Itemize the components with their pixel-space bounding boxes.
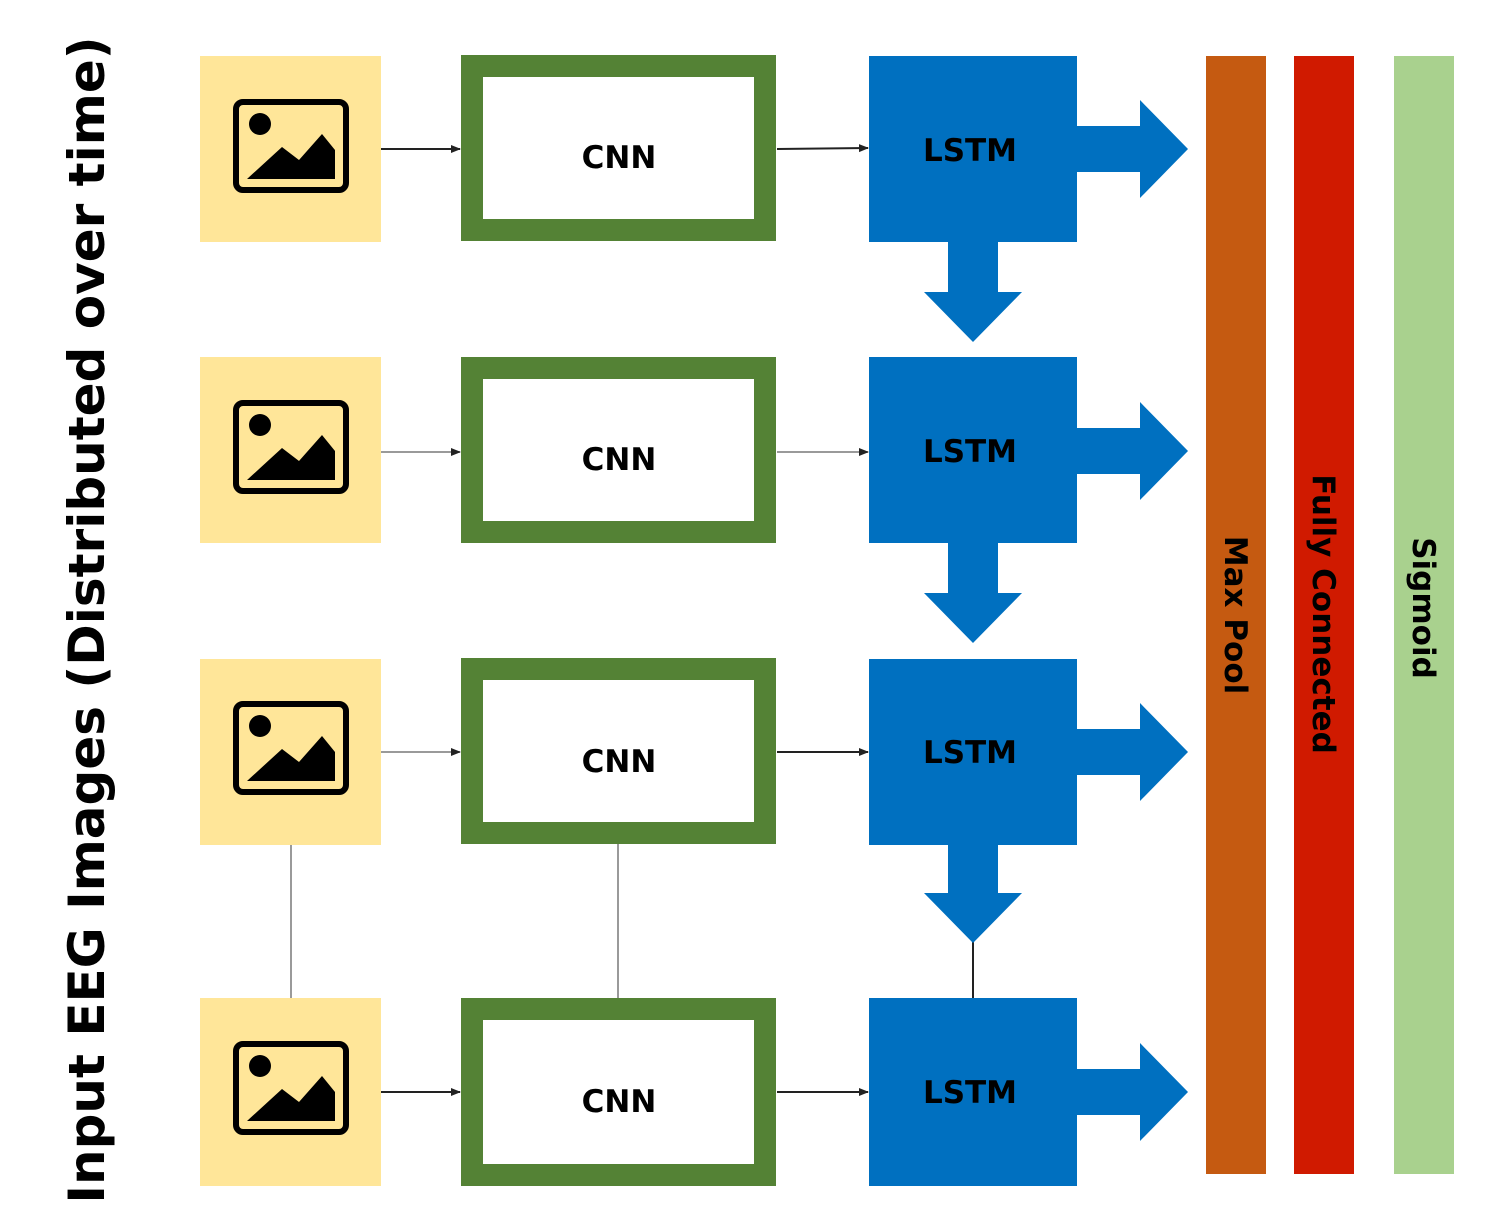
- lstm-label: LSTM: [923, 434, 1017, 470]
- row-2: CNN LSTM: [200, 357, 1188, 643]
- lstm-output-arrow: [1077, 1043, 1188, 1141]
- cnn-box: [461, 357, 776, 543]
- input-image-box: [200, 659, 381, 845]
- image-icon: [233, 400, 349, 494]
- lstm-box: [869, 357, 1077, 543]
- lstm-label: LSTM: [923, 133, 1017, 169]
- cnn-label: CNN: [582, 744, 657, 780]
- fully-connected-bar: [1294, 56, 1354, 1174]
- lstm-down-arrow: [924, 543, 1022, 643]
- lstm-label: LSTM: [923, 735, 1017, 771]
- cnn-label: CNN: [582, 140, 657, 176]
- cnn-to-lstm-arrow: [776, 144, 869, 153]
- cnn-box: [461, 998, 776, 1186]
- sigmoid-label: Sigmoid: [1405, 537, 1441, 679]
- side-title: Input EEG Images (Distributed over time): [58, 36, 116, 1203]
- input-image-box: [200, 357, 381, 543]
- lstm-box: [869, 659, 1077, 845]
- lstm-output-arrow: [1077, 402, 1188, 500]
- cnn-label: CNN: [582, 442, 657, 478]
- cnn-box: [461, 658, 776, 844]
- lstm-box: [869, 56, 1077, 242]
- row-1: CNN LSTM: [200, 55, 1188, 342]
- sigmoid-bar: [1394, 56, 1454, 1174]
- lstm-output-arrow: [1077, 703, 1188, 801]
- lstm-down-arrow: [924, 845, 1022, 943]
- lstm-output-arrow: [1077, 100, 1188, 198]
- max-pool-label: Max Pool: [1217, 536, 1253, 695]
- input-image-box: [200, 56, 381, 242]
- cnn-box: [461, 55, 776, 241]
- lstm-box: [869, 998, 1077, 1186]
- cnn-label: CNN: [582, 1084, 657, 1120]
- max-pool-column: Max Pool: [1206, 56, 1266, 1174]
- lstm-label: LSTM: [923, 1075, 1017, 1111]
- sigmoid-column: Sigmoid: [1394, 56, 1454, 1174]
- fully-connected-label: Fully Connected: [1305, 474, 1341, 754]
- row-4: CNN LSTM: [200, 998, 1188, 1186]
- fully-connected-column: Fully Connected: [1294, 56, 1354, 1174]
- image-icon: [233, 1041, 349, 1135]
- lstm-down-arrow: [924, 242, 1022, 342]
- input-image-box: [200, 998, 381, 1186]
- image-icon: [233, 99, 349, 193]
- image-icon: [233, 701, 349, 795]
- row-3: CNN LSTM: [200, 658, 1188, 943]
- max-pool-bar: [1206, 56, 1266, 1174]
